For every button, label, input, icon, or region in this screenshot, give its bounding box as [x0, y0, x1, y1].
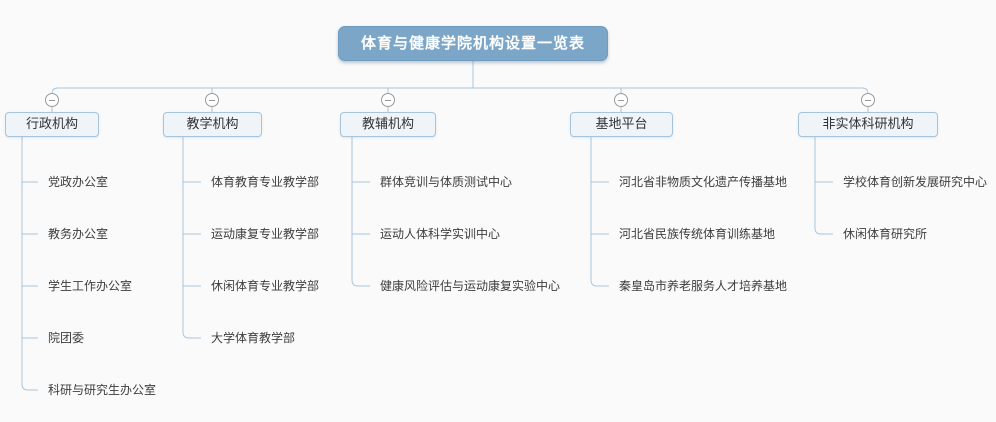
leaf-node[interactable]: 科研与研究生办公室	[48, 383, 157, 397]
minus-glyph	[49, 100, 55, 101]
connector-branch-base	[590, 137, 609, 287]
leaf-node[interactable]: 群体竞训与体质测试中心	[380, 175, 513, 189]
leaf-node[interactable]: 教务办公室	[48, 227, 109, 241]
leaf-node[interactable]: 院团委	[48, 331, 85, 345]
leaf-node[interactable]: 河北省非物质文化遗产传播基地	[619, 175, 788, 189]
branch-node-research[interactable]: 非实体科研机构	[798, 112, 938, 137]
minus-glyph	[865, 100, 871, 101]
branch-node-admin[interactable]: 行政机构	[5, 112, 99, 137]
leaf-node[interactable]: 学生工作办公室	[48, 279, 133, 293]
leaf-node[interactable]: 体育教育专业教学部	[211, 175, 320, 189]
minus-glyph	[209, 100, 215, 101]
collapse-icon-admin[interactable]	[45, 93, 59, 107]
leaf-node[interactable]: 休闲体育研究所	[843, 227, 928, 241]
leaf-node[interactable]: 健康风险评估与运动康复实验中心	[380, 279, 561, 293]
leaf-node[interactable]: 学校体育创新发展研究中心	[843, 175, 988, 189]
collapse-icon-teaching[interactable]	[205, 93, 219, 107]
branch-node-base[interactable]: 基地平台	[570, 112, 673, 137]
connector-top-rail	[51, 87, 869, 112]
connector-branch-aux	[351, 137, 370, 287]
leaf-node[interactable]: 党政办公室	[48, 175, 109, 189]
root-node[interactable]: 体育与健康学院机构设置一览表	[338, 26, 608, 61]
branch-node-teaching[interactable]: 教学机构	[163, 112, 262, 137]
collapse-icon-base[interactable]	[614, 93, 628, 107]
branch-node-aux[interactable]: 教辅机构	[340, 112, 436, 137]
leaf-node[interactable]: 大学体育教学部	[211, 331, 296, 345]
minus-glyph	[618, 100, 624, 101]
minus-glyph	[385, 100, 391, 101]
leaf-node[interactable]: 秦皇岛市养老服务人才培养基地	[619, 279, 788, 293]
connector-branch-admin	[21, 137, 38, 391]
leaf-node[interactable]: 运动人体科学实训中心	[380, 227, 501, 241]
leaf-node[interactable]: 运动康复专业教学部	[211, 227, 320, 241]
collapse-icon-aux[interactable]	[381, 93, 395, 107]
collapse-icon-research[interactable]	[861, 93, 875, 107]
leaf-node[interactable]: 休闲体育专业教学部	[211, 279, 320, 293]
leaf-node[interactable]: 河北省民族传统体育训练基地	[619, 227, 776, 241]
connector-branch-research	[814, 137, 833, 235]
connector-branch-teaching	[182, 137, 201, 339]
